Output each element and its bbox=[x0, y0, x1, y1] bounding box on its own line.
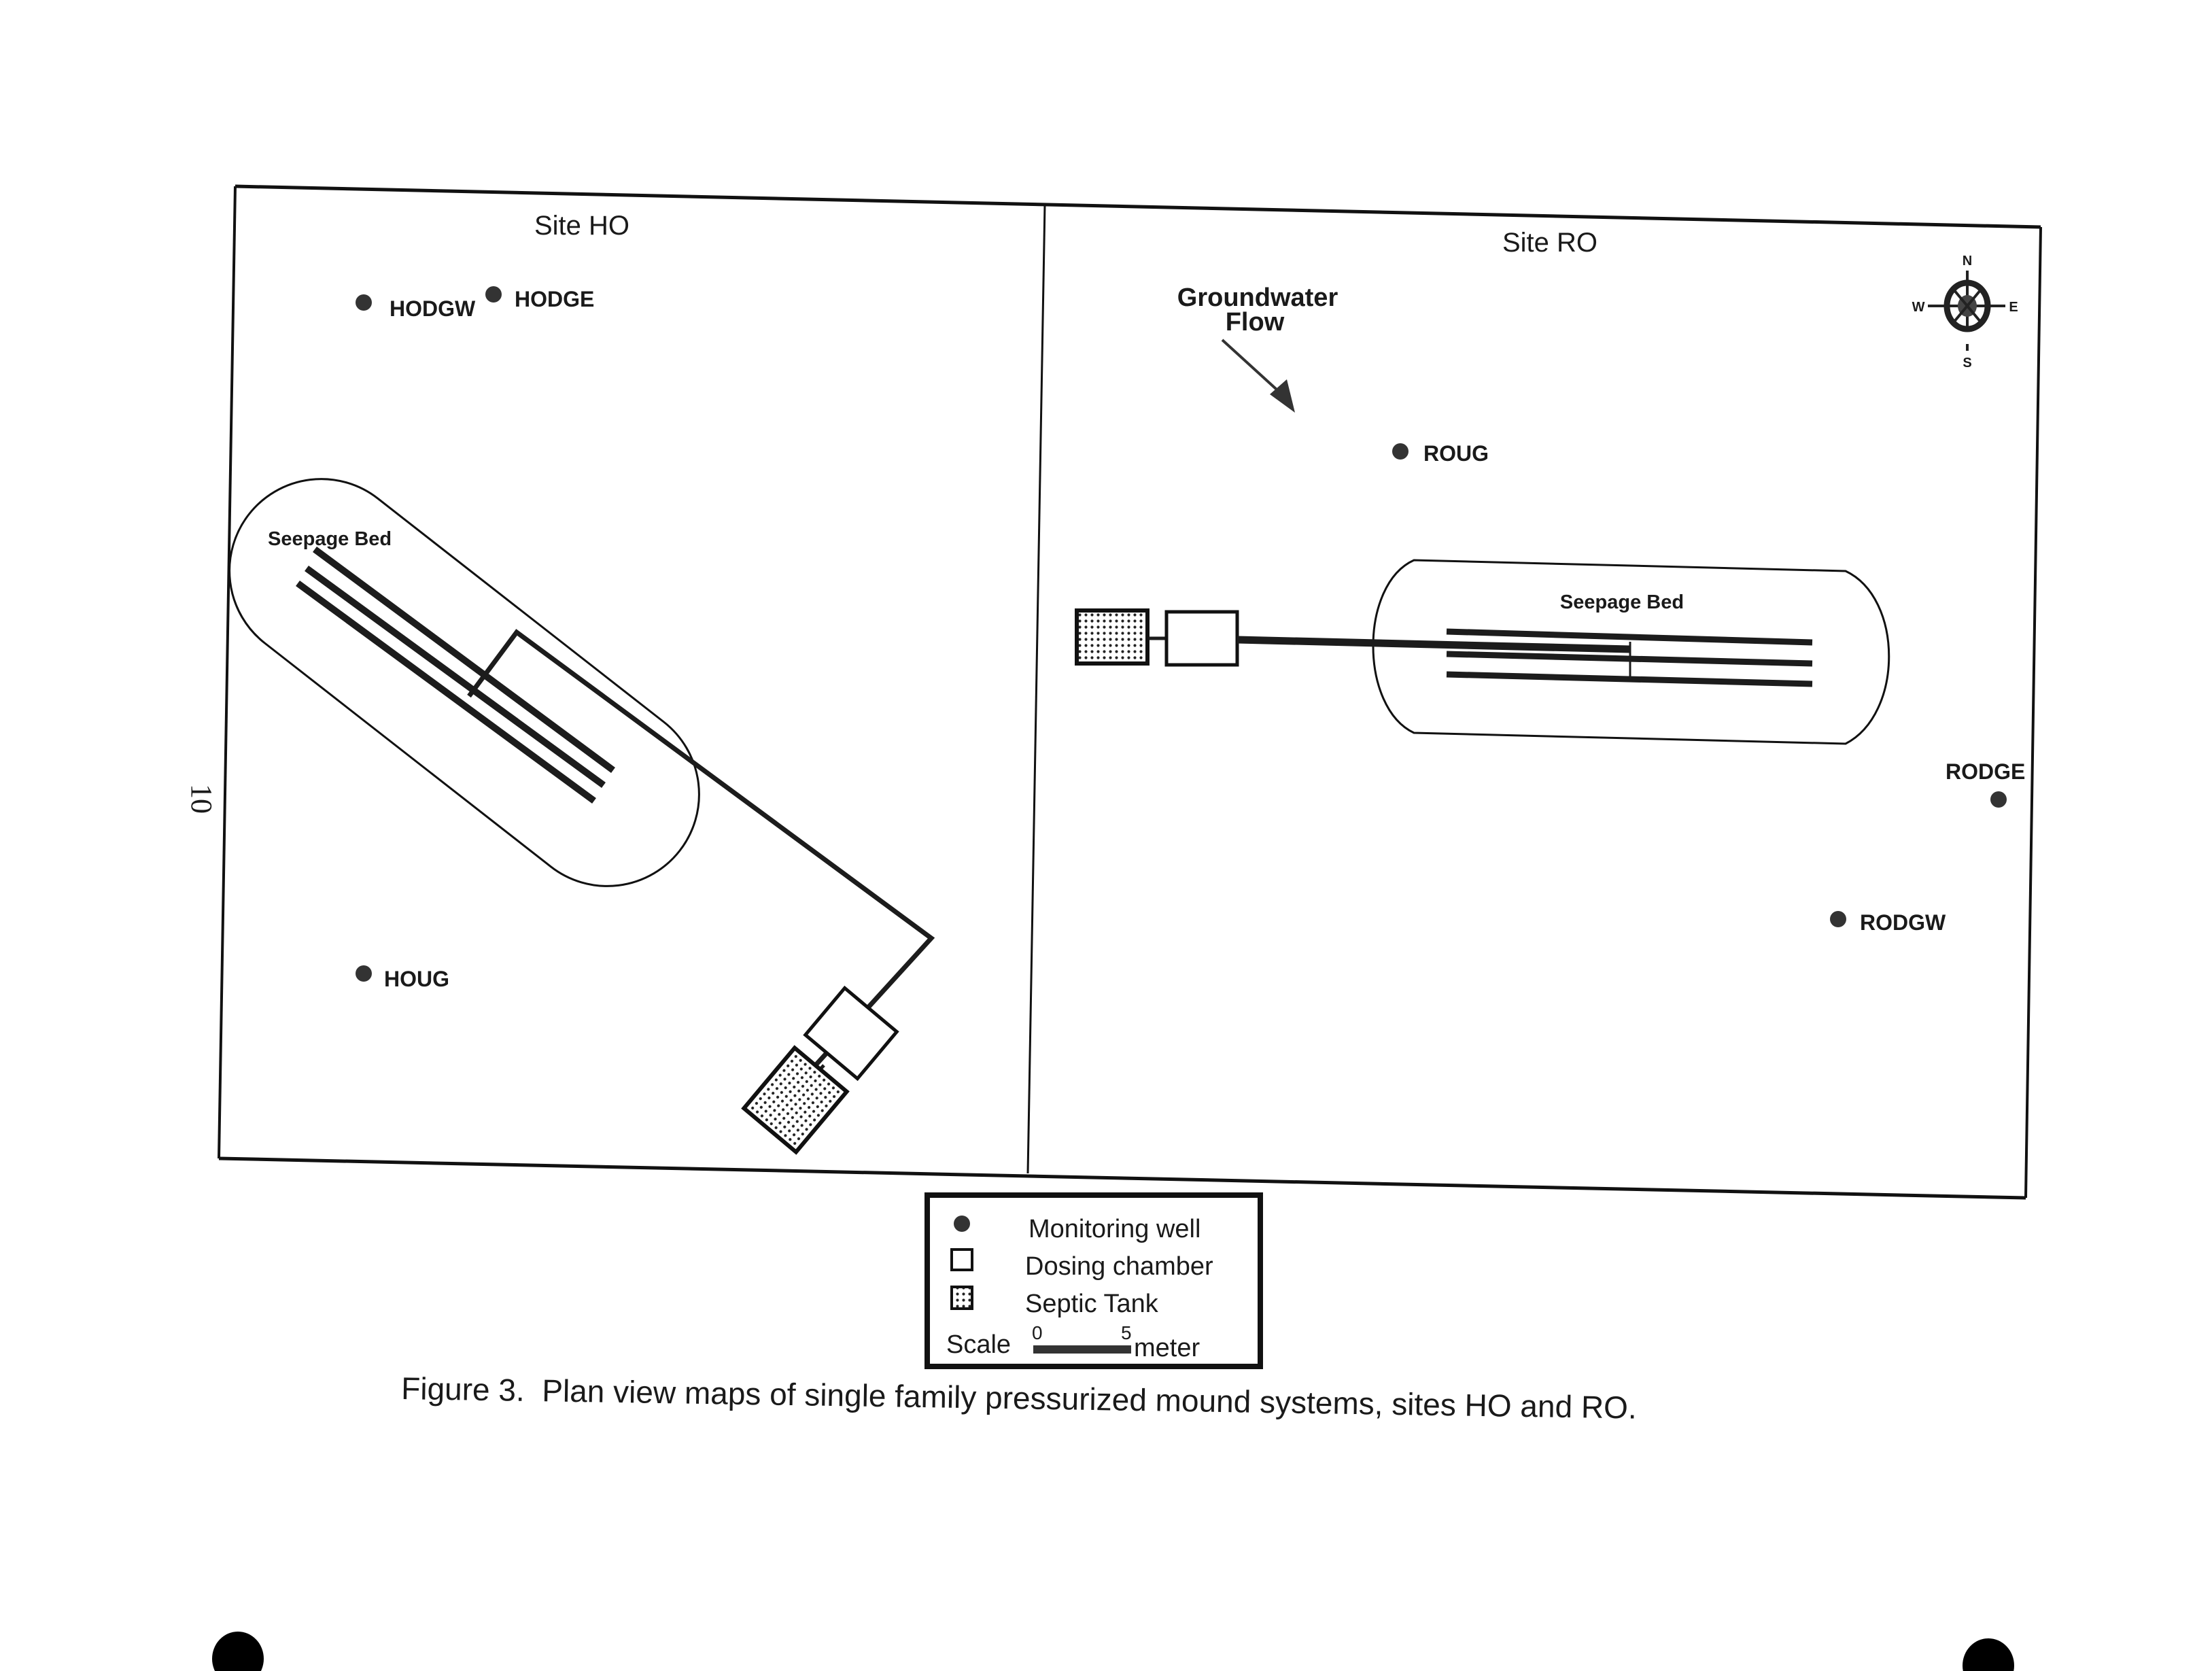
well-roug[interactable]: ROUG bbox=[1392, 441, 1489, 466]
groundwater-flow-label: Groundwater bbox=[1177, 283, 1338, 312]
panel-site-ho: Site HO HODGW HODGE HOUG Seepage Bed bbox=[228, 211, 935, 1155]
scale-unit: meter bbox=[1134, 1334, 1200, 1362]
map-frame bbox=[218, 184, 2042, 1200]
lateral-pipe bbox=[1446, 628, 1813, 646]
compass-w: W bbox=[1912, 300, 1925, 315]
compass-e: E bbox=[2009, 300, 2018, 315]
panel-title: Site RO bbox=[1502, 228, 1597, 258]
lateral-pipe bbox=[313, 546, 615, 774]
compass-n: N bbox=[1963, 254, 1972, 269]
septic-tank-ro[interactable] bbox=[1075, 608, 1150, 666]
panel-title: Site HO bbox=[534, 211, 629, 241]
legend-item-monitoring-well: Monitoring well bbox=[954, 1215, 1200, 1243]
well-label: RODGW bbox=[1860, 910, 1946, 935]
seepage-bed-label: Seepage Bed bbox=[1560, 591, 1684, 613]
legend-item-dosing-chamber: Dosing chamber bbox=[950, 1248, 1213, 1281]
monitoring-well-icon bbox=[356, 965, 372, 982]
well-hodge[interactable]: HODGE bbox=[485, 286, 594, 311]
monitoring-well-icon bbox=[1392, 443, 1409, 460]
monitoring-well-icon bbox=[485, 286, 502, 303]
panel-site-ro: Site RO Groundwater Flow N S W E ROUG bbox=[1075, 228, 2025, 935]
well-rodgw[interactable]: RODGW bbox=[1830, 910, 1946, 935]
seepage-bed-outline bbox=[228, 478, 700, 887]
scale-start: 0 bbox=[1032, 1322, 1043, 1343]
flow-arrow-shaft bbox=[1221, 339, 1285, 397]
scale-bar bbox=[1033, 1345, 1131, 1354]
seepage-bed-label: Seepage Bed bbox=[268, 528, 392, 550]
groundwater-flow-indicator: Groundwater Flow bbox=[1177, 283, 1338, 413]
monitoring-well-icon bbox=[1830, 911, 1846, 927]
binder-hole-mark bbox=[1963, 1638, 2014, 1671]
lateral-pipe bbox=[305, 565, 606, 789]
dosing-chamber-icon bbox=[803, 985, 899, 1082]
septic-tank-icon bbox=[950, 1286, 973, 1310]
page-number: 10 bbox=[185, 784, 218, 814]
dosing-chamber-ro[interactable] bbox=[1164, 610, 1239, 667]
binder-hole-mark bbox=[212, 1632, 264, 1671]
groundwater-flow-label: Flow bbox=[1226, 308, 1285, 337]
septic-tank-icon bbox=[1075, 608, 1150, 666]
legend-item-septic-tank: Septic Tank bbox=[950, 1286, 1159, 1318]
compass-rose-icon: N S W E bbox=[1912, 254, 2018, 371]
well-label: RODGE bbox=[1946, 759, 2025, 784]
well-label: ROUG bbox=[1423, 441, 1489, 466]
monitoring-well-icon bbox=[1990, 791, 2007, 808]
seepage-bed-outline bbox=[1372, 559, 1890, 745]
monitoring-well-icon bbox=[356, 294, 372, 311]
septic-tank-ho[interactable] bbox=[741, 1045, 850, 1155]
well-hodgw[interactable]: HODGW bbox=[356, 294, 476, 321]
dosing-chamber-icon bbox=[1164, 610, 1239, 667]
well-label: HOUG bbox=[384, 967, 449, 991]
monitoring-well-icon bbox=[954, 1216, 970, 1232]
seepage-bed-ho: Seepage Bed bbox=[228, 478, 935, 1124]
compass-s: S bbox=[1963, 356, 1971, 371]
dosing-chamber-ho[interactable] bbox=[803, 985, 899, 1082]
septic-tank-icon bbox=[741, 1045, 850, 1155]
legend-scale: Scale 0 5 meter bbox=[946, 1322, 1200, 1362]
well-label: HODGE bbox=[515, 287, 594, 311]
legend-label: Dosing chamber bbox=[1025, 1252, 1213, 1281]
legend: Monitoring well Dosing chamber Septic Ta… bbox=[924, 1192, 1263, 1369]
legend-label: Septic Tank bbox=[1025, 1290, 1159, 1318]
flow-arrow-icon bbox=[1270, 379, 1295, 413]
legend-label: Monitoring well bbox=[1029, 1215, 1200, 1243]
seepage-bed-ro: Seepage Bed bbox=[1237, 559, 1890, 745]
lateral-pipe bbox=[296, 580, 596, 804]
feed-pipe bbox=[1237, 636, 1631, 653]
well-label: HODGW bbox=[390, 296, 476, 321]
lateral-pipe bbox=[1446, 671, 1813, 687]
figure-caption: Figure 3. Plan view maps of single famil… bbox=[401, 1371, 1637, 1426]
legend-box bbox=[924, 1192, 1263, 1369]
well-rodge[interactable]: RODGE bbox=[1946, 759, 2025, 808]
scale-end: 5 bbox=[1121, 1322, 1132, 1343]
dosing-chamber-icon bbox=[950, 1248, 973, 1271]
well-houg[interactable]: HOUG bbox=[356, 965, 449, 991]
scale-label: Scale bbox=[946, 1330, 1011, 1359]
panel-divider bbox=[1026, 203, 1046, 1174]
